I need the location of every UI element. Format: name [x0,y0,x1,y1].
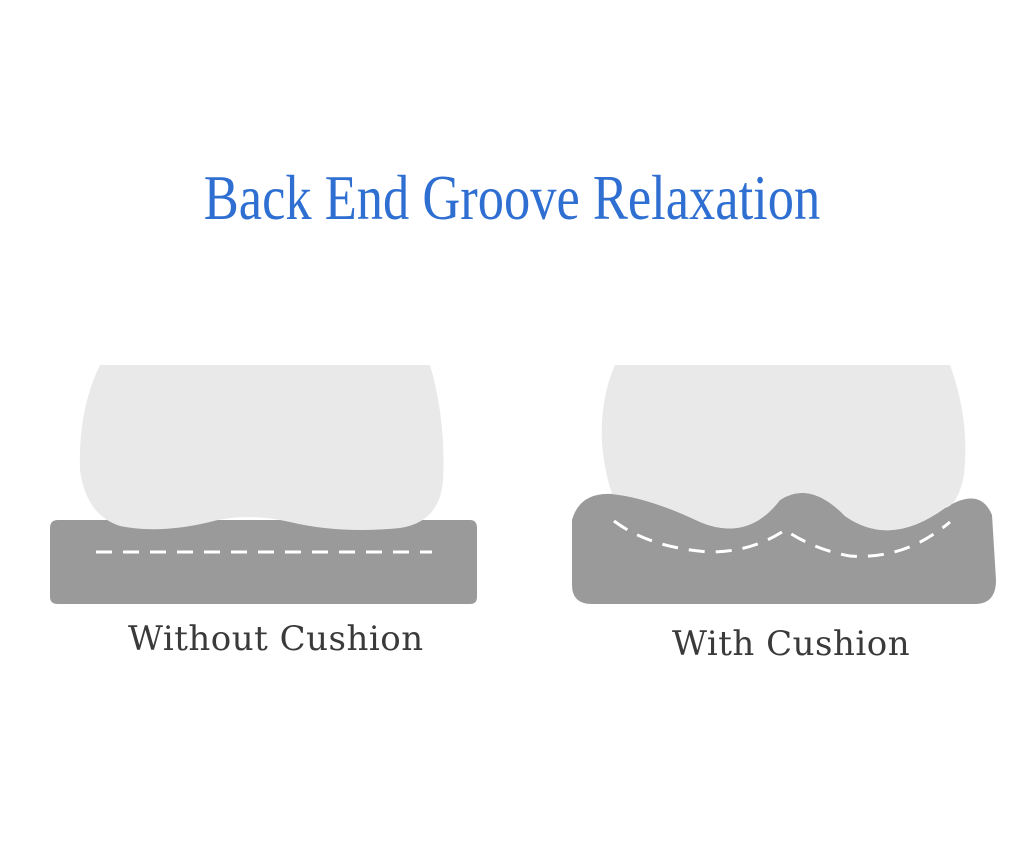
with-cushion-caption: With Cushion [672,624,911,664]
contoured-dashed-line [613,519,951,558]
buttocks-shape-cushioned [601,365,966,531]
diagram-title: Back End Groove Relaxation [203,162,821,233]
buttocks-shape [79,365,444,530]
contoured-cushion [572,492,996,604]
without-cushion-caption: Without Cushion [128,619,424,659]
flat-seat-surface [50,520,477,604]
